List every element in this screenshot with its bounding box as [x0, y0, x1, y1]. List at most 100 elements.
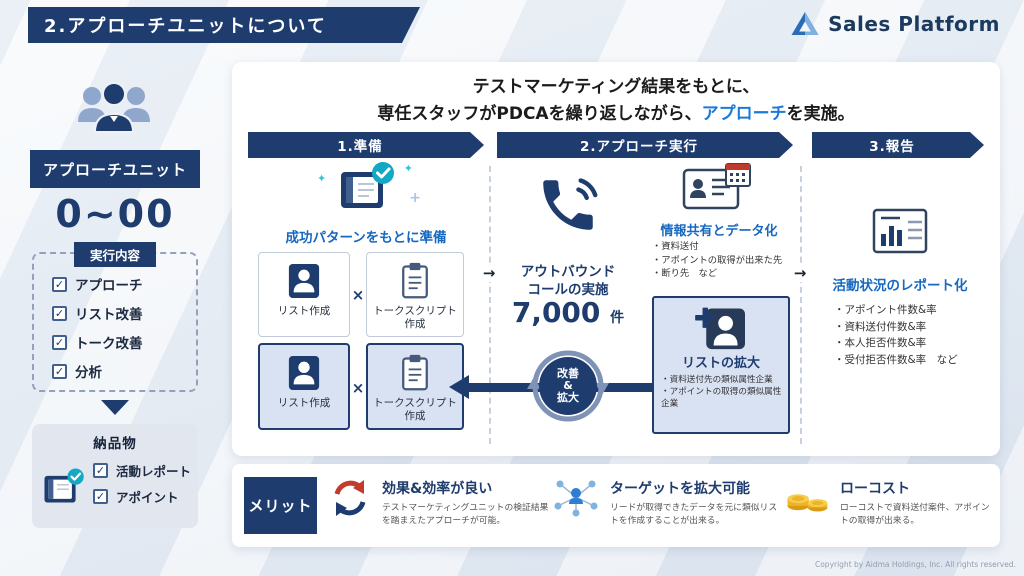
report-bullet: ・アポイント件数&率 — [834, 304, 937, 316]
talk-script-card: トークスクリプト作成 — [366, 252, 464, 337]
check-glyph: ✓ — [54, 364, 65, 378]
brand-triangle-icon — [791, 12, 819, 35]
merit-text: ローコスト ローコストで資料送付案件、アポイントの取得が出来る。 — [840, 476, 990, 527]
contact-card-calendar-icon — [682, 162, 752, 220]
checkbox-icon: ✓ — [93, 489, 108, 504]
execution-item: ✓ トーク改善 — [52, 332, 196, 352]
times-glyph: × — [351, 286, 365, 304]
list-creation-card-highlight: リスト作成 — [258, 343, 350, 430]
merit-desc: ローコストで資料送付案件、アポイントの取得が出来る。 — [840, 503, 990, 526]
execution-item-label: 分析 — [75, 365, 102, 381]
expand-bullet: ・アポイントの取得の類似属性企業 — [661, 387, 782, 409]
step2-banner: 2.アプローチ実行 — [497, 132, 793, 158]
card-label: リスト作成 — [277, 305, 331, 317]
sparkle-icon: ✦ — [403, 162, 413, 175]
talk-script-card-highlight: トークスクリプト作成 — [366, 343, 464, 430]
list-creation-card: リスト作成 — [258, 252, 350, 337]
merit-desc: リードが取得できたデータを元に類似リストを作成することが出来る。 — [610, 503, 778, 526]
report-bullets: ・アポイント件数&率 ・資料送付件数&率 ・本人拒否件数&率 ・受付拒否件数&率… — [834, 302, 958, 368]
checkbox-icon: ✓ — [52, 334, 67, 350]
expand-title: リストの拡大 — [681, 356, 760, 371]
call-count-number: 7,000 — [511, 296, 601, 329]
call-title-line2: コールの実施 — [527, 282, 609, 298]
prepare-book-icon: ✦ ✦ + — [317, 160, 421, 216]
execution-item: ✓ 分析 — [52, 361, 196, 381]
card-label: トークスクリプト作成 — [373, 397, 457, 422]
coins-icon — [787, 494, 828, 512]
improve-expand-cycle-icon: 改善 & 拡大 — [525, 343, 611, 429]
merit-item-efficiency: 効果&効率が良い テストマーケティングユニットの検証結果を踏まえたアプローチが可… — [328, 476, 578, 527]
checkbox-icon: ✓ — [52, 305, 67, 321]
people-network-icon — [554, 480, 598, 517]
card-label: リスト作成 — [277, 397, 331, 409]
execution-item: ✓ アプローチ — [52, 274, 196, 294]
deliverable-item-label: アポイント — [116, 490, 179, 505]
expand-bullets: ・資料送付先の類似属性企業 ・アポイントの取得の類似属性企業 — [654, 374, 788, 410]
merit-title: 効果&効率が良い — [382, 481, 493, 497]
share-bullets: ・資料送付 ・アポイントの取得が出来た先 ・断り先 など — [652, 240, 782, 281]
check-glyph: ✓ — [54, 277, 65, 291]
person-badge-icon — [288, 356, 320, 390]
expand-bullet: ・資料送付先の類似属性企業 — [661, 375, 773, 385]
list-expansion-box: リストの拡大 ・資料送付先の類似属性企業 ・アポイントの取得の類似属性企業 — [652, 296, 790, 434]
unit-count: 0~00 — [55, 192, 175, 236]
merit-item-target: ターゲットを拡大可能 リードが取得できたデータを元に類似リストを作成することが出… — [552, 476, 792, 527]
merit-text: ターゲットを拡大可能 リードが取得できたデータを元に類似リストを作成することが出… — [610, 476, 778, 527]
prepare-caption: 成功パターンをもとに準備 — [285, 230, 447, 246]
report-title: 活動状況のレポート化 — [832, 278, 968, 294]
share-bullet: ・アポイントの取得が出来た先 — [652, 254, 783, 266]
feedback-arrow-head — [449, 375, 469, 399]
headline-highlight: アプローチ — [701, 104, 787, 124]
execution-item-label: アプローチ — [75, 278, 143, 294]
call-title-line1: アウトバウンド — [520, 264, 616, 280]
checkbox-icon: ✓ — [93, 463, 108, 478]
flow-arrow-1-2: → — [479, 264, 499, 282]
share-bullet: ・断り先 など — [652, 268, 718, 279]
call-count-unit: 件 — [610, 310, 625, 326]
execution-box: 実行内容 ✓ アプローチ ✓ リスト改善 ✓ トーク改善 ✓ 分析 — [32, 242, 198, 392]
cycle-label-line3: 拡大 — [557, 391, 579, 404]
headline-line2-pre: 専任スタッフがPDCAを繰り返しながら、 — [377, 104, 702, 124]
merit-label: メリット — [244, 477, 317, 534]
flow-arrow-2-3: → — [790, 264, 810, 282]
cycle-label: 改善 & 拡大 — [525, 343, 611, 429]
clipboard-icon — [402, 262, 428, 299]
execution-item-label: トーク改善 — [75, 336, 143, 352]
cycle-label-line2: & — [563, 379, 573, 392]
deliverables-list: ✓ 活動レポート ✓ アポイント — [93, 461, 191, 513]
check-glyph: ✓ — [54, 306, 65, 320]
down-arrow-icon — [101, 400, 129, 415]
merit-text: 効果&効率が良い テストマーケティングユニットの検証結果を踏まえたアプローチが可… — [382, 476, 550, 527]
report-book-icon — [44, 468, 84, 503]
card-label: トークスクリプト作成 — [373, 305, 457, 330]
phone-call-icon — [535, 172, 601, 242]
merit-panel: メリット 効果&効率が良い テストマーケティングユニットの検証結果を踏まえたアプ… — [232, 464, 1000, 547]
copyright-text: Copyright by Aidma Holdings, Inc. All ri… — [814, 560, 1016, 569]
step1-banner: 1.準備 — [248, 132, 484, 158]
cycle-label-line1: 改善 — [557, 367, 579, 380]
unit-title-banner: アプローチユニット — [30, 150, 200, 188]
merit-title: ターゲットを拡大可能 — [610, 481, 750, 497]
page-title: 2.アプローチユニットについて — [28, 7, 420, 43]
cycle-arrows-icon — [334, 480, 366, 516]
deliverables-body: ✓ 活動レポート ✓ アポイント — [32, 452, 198, 513]
brand-name: Sales Platform — [828, 11, 1000, 36]
share-title: 情報共有とデータ化 — [660, 224, 778, 239]
execution-box-title: 実行内容 — [73, 242, 157, 267]
execution-item-label: リスト改善 — [75, 307, 143, 323]
sparkle-icon: ✦ — [317, 172, 327, 185]
checkbox-icon: ✓ — [52, 276, 67, 292]
clipboard-icon — [402, 354, 428, 391]
merit-title: ローコスト — [840, 481, 910, 497]
times-glyph: × — [351, 379, 365, 397]
check-glyph: ✓ — [95, 490, 106, 503]
checkbox-icon: ✓ — [52, 363, 67, 379]
step3-banner: 3.報告 — [812, 132, 984, 158]
share-bullet: ・資料送付 — [652, 241, 699, 252]
check-glyph: ✓ — [95, 464, 106, 477]
person-badge-icon — [288, 264, 320, 298]
deliverable-item: ✓ アポイント — [93, 487, 191, 506]
report-chart-icon — [872, 208, 928, 260]
deliverable-item: ✓ 活動レポート — [93, 461, 191, 480]
